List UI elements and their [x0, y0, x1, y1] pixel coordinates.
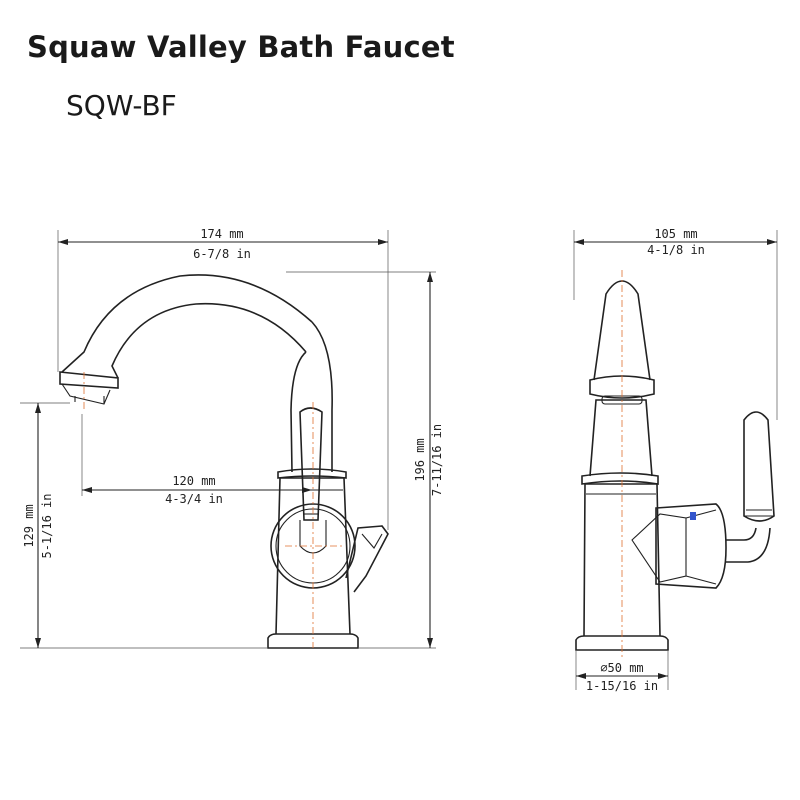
base-diameter-mm-label: ⌀50 mm — [600, 661, 643, 675]
spout-height-in-label: 5-1/16 in — [40, 493, 54, 558]
page-title: Squaw Valley Bath Faucet — [27, 30, 455, 64]
overall-width-mm-label: 174 mm — [200, 227, 243, 241]
front-view — [59, 274, 389, 649]
reach-mm-label: 120 mm — [172, 474, 215, 488]
side-width-in-label: 4-1/8 in — [647, 243, 705, 257]
model-number: SQW-BF — [66, 89, 177, 122]
reach-in-label: 4-3/4 in — [165, 492, 223, 506]
spout-height-mm-label: 129 mm — [22, 504, 36, 547]
side-width-mm-label: 105 mm — [654, 227, 697, 241]
base-diameter-in-label: 1-15/16 in — [586, 679, 658, 693]
side-view — [575, 270, 775, 658]
height-mm-label: 196 mm — [413, 438, 427, 481]
overall-width-in-label: 6-7/8 in — [193, 247, 251, 261]
height-in-label: 7-11/16 in — [430, 424, 444, 496]
